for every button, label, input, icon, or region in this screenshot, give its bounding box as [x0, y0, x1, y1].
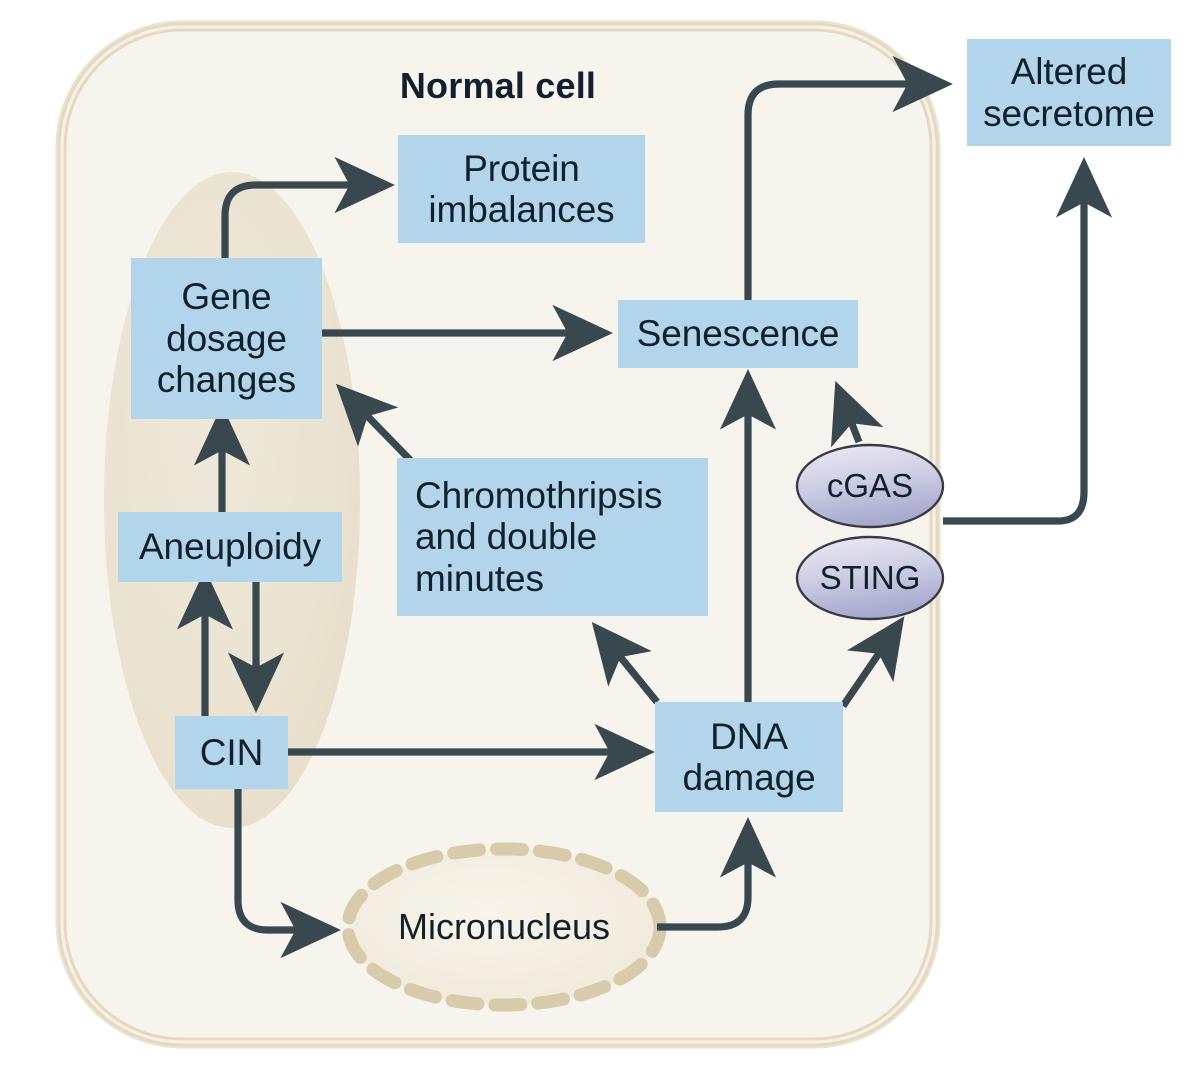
box-chromothripsis [397, 458, 708, 616]
edge-dna-damage-to-sting [840, 616, 905, 709]
oval-cgas [795, 443, 945, 529]
edge-gene-dosage-to-protein-imbalances [221, 156, 395, 258]
node-altered-secretome[interactable] [967, 39, 1171, 146]
node-chromothripsis[interactable] [397, 458, 708, 616]
box-altered-secretome [967, 39, 1171, 146]
edge-cgas-sting-to-altered-secretome [943, 157, 1113, 525]
edge-cin-to-micronucleus [234, 789, 341, 959]
box-senescence [618, 300, 858, 368]
node-gene-dosage-changes[interactable] [131, 258, 322, 419]
node-aneuploidy[interactable] [118, 512, 342, 582]
box-cin [175, 716, 288, 789]
box-protein-imbalances [398, 135, 645, 243]
node-cgas[interactable] [797, 445, 943, 527]
box-aneuploidy [118, 512, 342, 582]
node-sting[interactable] [797, 537, 943, 619]
edge-dna-damage-to-chromothripsis [591, 621, 660, 705]
node-micronucleus[interactable] [348, 849, 660, 1005]
node-senescence[interactable] [618, 300, 858, 368]
node-dna-damage[interactable] [655, 702, 843, 812]
oval-sting [795, 535, 945, 621]
edge-micronucleus-to-dna-damage [657, 817, 777, 931]
edge-layer [176, 55, 1113, 959]
node-cin[interactable] [175, 716, 288, 789]
node-shape-layer [118, 39, 1171, 812]
edge-chromothripsis-to-gene-dosage [335, 383, 420, 470]
node-protein-imbalances[interactable] [398, 135, 645, 243]
protein-oval-layer [795, 443, 945, 621]
edge-dna-damage-to-altered-secretome [744, 55, 953, 300]
edge-cgas-to-senescence [830, 380, 884, 448]
box-dna-damage [655, 702, 843, 812]
box-gene-dosage-changes [131, 258, 322, 419]
